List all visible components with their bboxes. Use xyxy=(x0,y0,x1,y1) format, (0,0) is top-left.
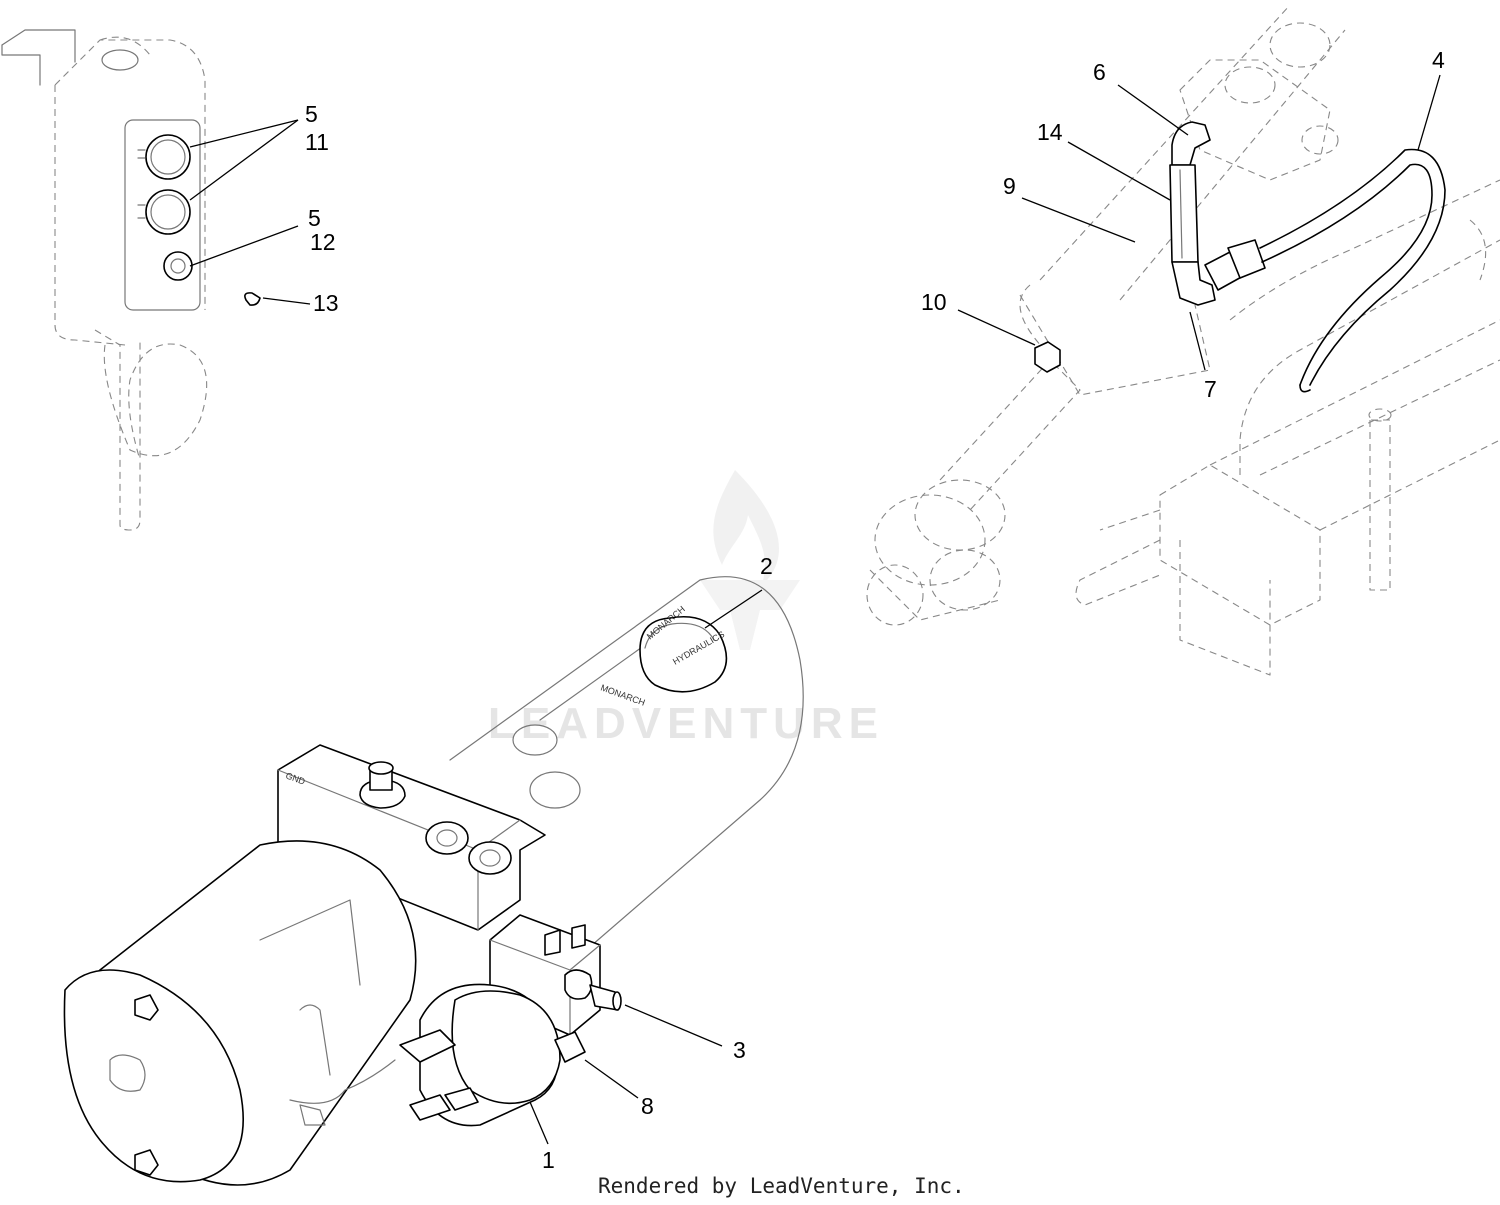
callout-14: 14 xyxy=(1037,119,1063,145)
leader-lines xyxy=(189,74,1441,1145)
hose-fitting xyxy=(1169,121,1266,306)
hex-nut xyxy=(1034,341,1061,373)
callout-10: 10 xyxy=(921,289,947,315)
breather-cap xyxy=(639,616,728,693)
callout-4: 4 xyxy=(1432,47,1445,73)
credit-line: Rendered by LeadVenture, Inc. xyxy=(598,1174,965,1198)
callout-6: 6 xyxy=(1093,59,1106,85)
hydraulic-hose xyxy=(1259,148,1446,393)
callout-13: 13 xyxy=(313,290,339,316)
callout-11: 11 xyxy=(305,129,329,155)
pendant-control xyxy=(1,29,261,531)
callout-7: 7 xyxy=(1204,376,1217,402)
callout-3: 3 xyxy=(733,1037,746,1063)
callout-8: 8 xyxy=(641,1093,654,1119)
callout-12: 12 xyxy=(310,229,336,255)
callout-5b: 5 xyxy=(308,205,321,231)
valve-block xyxy=(277,744,546,931)
callout-2: 2 xyxy=(760,553,773,579)
callout-9: 9 xyxy=(1003,173,1016,199)
electric-motor xyxy=(63,840,417,1186)
callout-1: 1 xyxy=(542,1147,555,1173)
watermark-text: LEADVENTURE xyxy=(488,699,884,748)
pump-starter xyxy=(289,983,586,1127)
cylinder-assembly xyxy=(866,4,1500,676)
watermark-logo xyxy=(700,470,800,650)
callout-5a: 5 xyxy=(305,101,318,127)
